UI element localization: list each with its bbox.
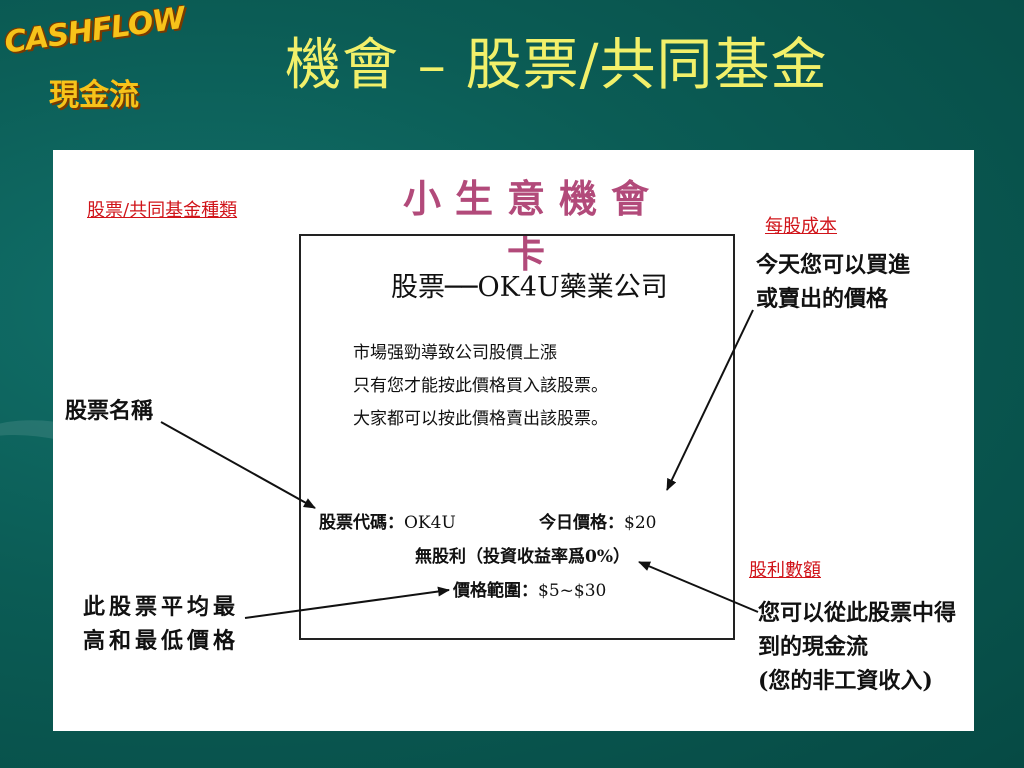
callout-arrows bbox=[160, 309, 759, 619]
price-range-row: 價格範圍：$5~$30 bbox=[453, 576, 606, 601]
logo-subtitle: 現金流 bbox=[49, 78, 139, 113]
dividend-text: 無股利（投資收益率爲0%） bbox=[415, 547, 630, 567]
stock-name-note: 股票名稱 bbox=[65, 398, 154, 424]
today-price-value: $20 bbox=[624, 513, 657, 533]
arrow-to-stock-symbol bbox=[160, 421, 316, 509]
range-note-line: 高和最低價格 bbox=[83, 628, 240, 654]
card-heading: 小生意機會卡 bbox=[402, 176, 663, 276]
arrow-to-price-range bbox=[244, 586, 450, 619]
stock-symbol-label: 股票代碼： bbox=[319, 513, 404, 533]
cashflow-logo: CASHFLOW 現金流 bbox=[2, 1, 186, 120]
price-range-value: $5~$30 bbox=[538, 581, 607, 601]
card-description-line: 大家都可以按此價格賣出該股票。 bbox=[353, 409, 608, 429]
opportunity-card-frame bbox=[299, 234, 735, 640]
arrow-to-dividend bbox=[638, 561, 759, 613]
slide-title: 機會 – 股票/共同基金 bbox=[285, 33, 828, 98]
range-note: 此股票平均最 高和最低價格 bbox=[83, 590, 239, 658]
stock-type-label: 股票/共同基金種類 bbox=[87, 200, 238, 221]
stock-symbol-value: OK4U bbox=[404, 513, 456, 533]
card-description-line: 只有您才能按此價格買入該股票。 bbox=[353, 376, 608, 396]
card-description-line: 市場强勁導致公司股價上漲 bbox=[353, 343, 557, 363]
range-note-line: 此股票平均最 bbox=[83, 594, 240, 620]
today-price-row: 今日價格：$20 bbox=[539, 508, 656, 533]
logo-wordmark: CASHFLOW bbox=[2, 0, 187, 61]
dividend-note-line: (您的非工資收入) bbox=[758, 668, 933, 694]
dividend-note-line: 到的現金流 bbox=[758, 634, 869, 660]
cost-note-line: 今天您可以買進 bbox=[756, 252, 911, 278]
cost-per-share-label: 每股成本 bbox=[765, 216, 837, 237]
dividend-note: 您可以從此股票中得 到的現金流 (您的非工資收入) bbox=[758, 596, 956, 698]
dividend-note-line: 您可以從此股票中得 bbox=[758, 600, 957, 626]
today-price-label: 今日價格： bbox=[539, 513, 624, 533]
price-range-label: 價格範圍： bbox=[453, 581, 538, 601]
cost-note-line: 或賣出的價格 bbox=[756, 286, 889, 312]
stock-symbol-row: 股票代碼：OK4U bbox=[319, 508, 456, 533]
content-panel: 小生意機會卡 股票──OK4U藥業公司 市場强勁導致公司股價上漲 只有您才能按此… bbox=[53, 150, 974, 731]
arrow-to-today-price bbox=[666, 309, 754, 491]
card-title: 股票──OK4U藥業公司 bbox=[391, 272, 668, 303]
dividend-amount-label: 股利數額 bbox=[749, 560, 821, 581]
cost-note: 今天您可以買進 或賣出的價格 bbox=[756, 248, 910, 316]
dividend-row: 無股利（投資收益率爲0%） bbox=[415, 542, 630, 567]
